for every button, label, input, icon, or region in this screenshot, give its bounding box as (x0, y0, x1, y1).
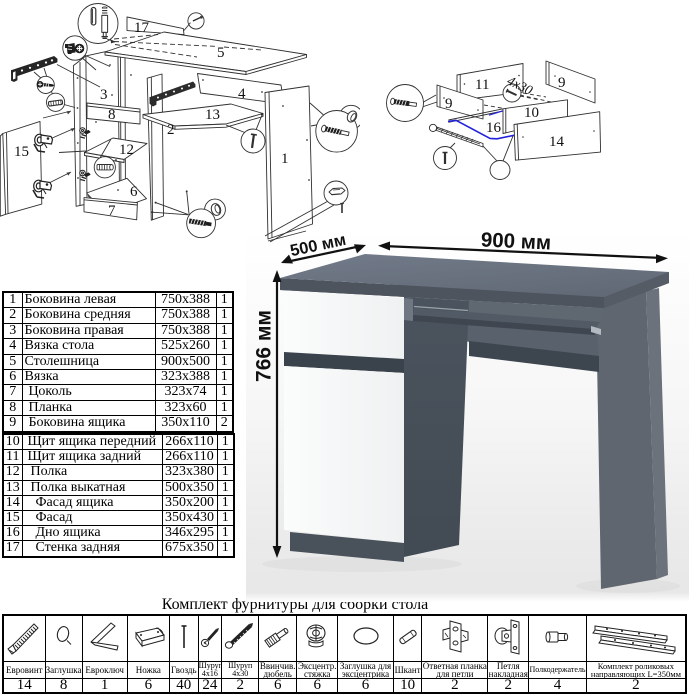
svg-text:6: 6 (130, 184, 138, 200)
svg-text:4: 4 (238, 86, 246, 102)
svg-text:17: 17 (134, 20, 150, 36)
svg-text:766 мм: 766 мм (253, 310, 276, 382)
svg-text:1: 1 (281, 151, 289, 167)
svg-text:8: 8 (108, 107, 116, 123)
svg-text:9: 9 (445, 96, 453, 112)
svg-text:3: 3 (100, 87, 108, 103)
svg-text:10: 10 (524, 105, 539, 121)
svg-text:5: 5 (217, 45, 225, 61)
svg-text:9: 9 (558, 75, 566, 91)
svg-text:12: 12 (119, 142, 134, 158)
svg-text:2: 2 (167, 122, 175, 138)
svg-text:13: 13 (205, 107, 220, 123)
svg-text:11: 11 (475, 77, 489, 93)
svg-text:14: 14 (549, 134, 565, 150)
svg-text:900 мм: 900 мм (480, 228, 551, 254)
svg-text:15: 15 (14, 144, 29, 160)
svg-text:16: 16 (486, 120, 502, 136)
svg-text:7: 7 (108, 203, 116, 219)
